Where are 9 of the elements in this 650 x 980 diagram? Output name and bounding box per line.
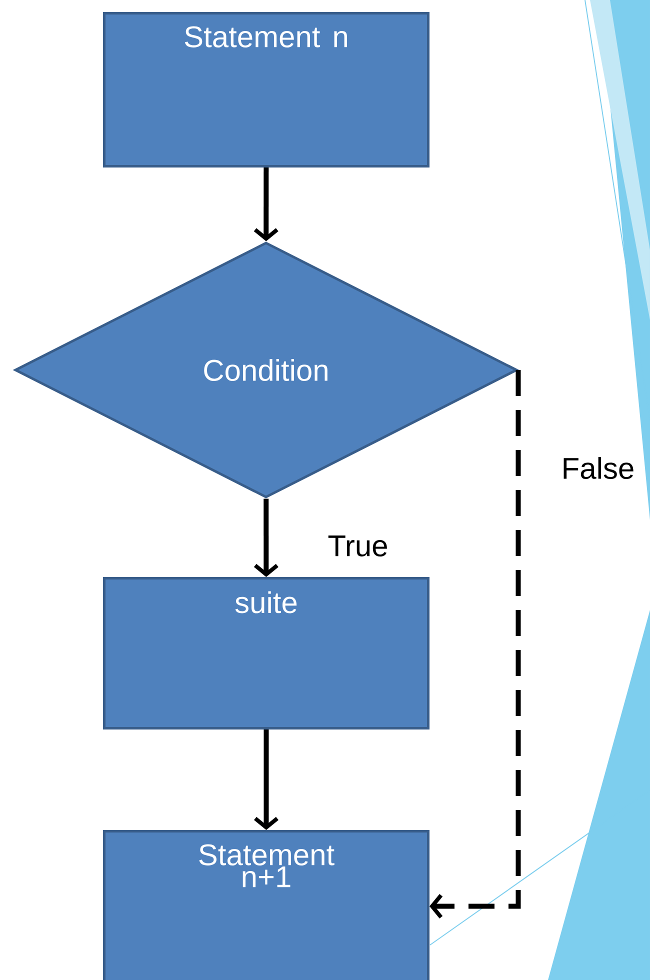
arrow: [254, 168, 278, 242]
edge-label: False: [559, 455, 637, 482]
arrow: [254, 730, 279, 830]
process-box: Statement n: [103, 12, 430, 168]
arrow: [430, 370, 521, 919]
process-box: suite: [103, 577, 430, 730]
arrow: [254, 498, 278, 577]
process-box: Statement n+1: [103, 830, 430, 980]
edge-label: True: [326, 534, 390, 558]
